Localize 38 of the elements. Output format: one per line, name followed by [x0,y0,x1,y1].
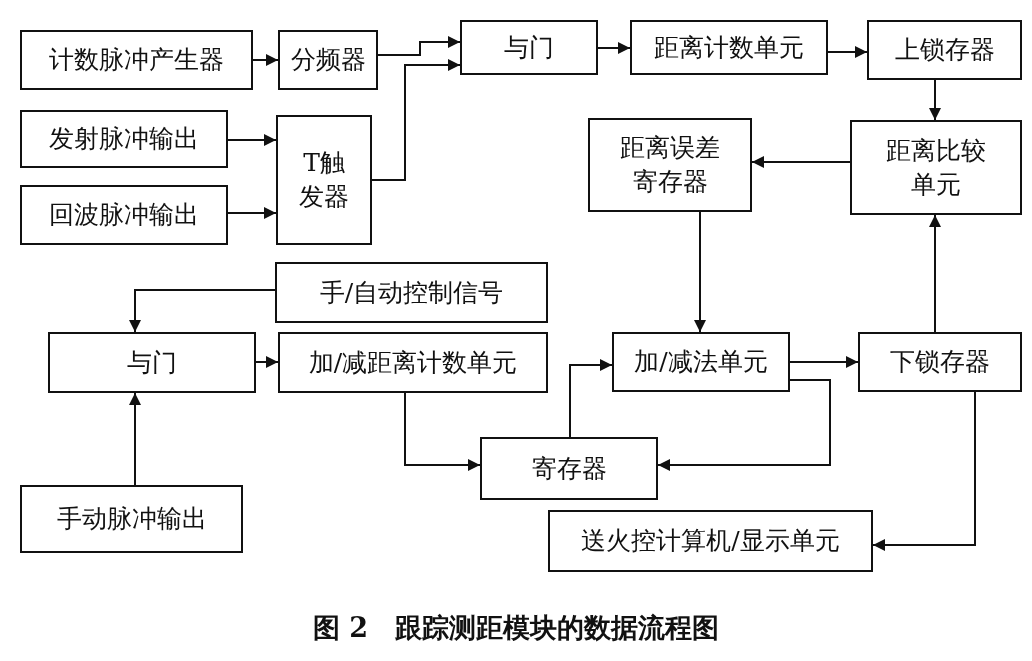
process-box: 距离误差寄存器 [588,118,752,212]
process-box: 手动脉冲输出 [20,485,243,553]
process-box: 与门 [48,332,256,393]
arrow [371,59,461,181]
arrow [751,156,851,168]
arrow [872,391,976,551]
arrow [569,359,613,438]
process-box: 下锁存器 [858,332,1022,392]
arrow [129,289,276,333]
process-box: 距离比较单元 [850,120,1022,215]
process-box: 送火控计算机/显示单元 [548,510,873,572]
figure-caption: 图 2 跟踪测距模块的数据流程图 [311,611,721,645]
arrow [929,79,941,121]
arrow [255,356,279,368]
arrow [789,356,859,368]
process-box: 计数脉冲产生器 [20,30,253,90]
process-box: 回波脉冲输出 [20,185,228,245]
arrow [827,46,868,58]
arrow [129,392,141,486]
arrow [377,36,461,56]
process-box: 与门 [460,20,598,75]
process-box: 手/自动控制信号 [275,262,548,323]
arrow [657,379,831,471]
arrow [227,134,277,146]
process-box: 上锁存器 [867,20,1022,80]
arrow [404,392,481,471]
process-box: 寄存器 [480,437,658,500]
process-box: 分频器 [278,30,378,90]
arrow [597,42,631,54]
process-box: 加/减法单元 [612,332,790,392]
process-box: 距离计数单元 [630,20,828,75]
process-box: T触发器 [276,115,372,245]
arrow [694,211,706,333]
process-box: 加/减距离计数单元 [278,332,548,393]
arrow [252,54,279,66]
process-box: 发射脉冲输出 [20,110,228,168]
arrow [929,214,941,333]
arrow [227,207,277,219]
